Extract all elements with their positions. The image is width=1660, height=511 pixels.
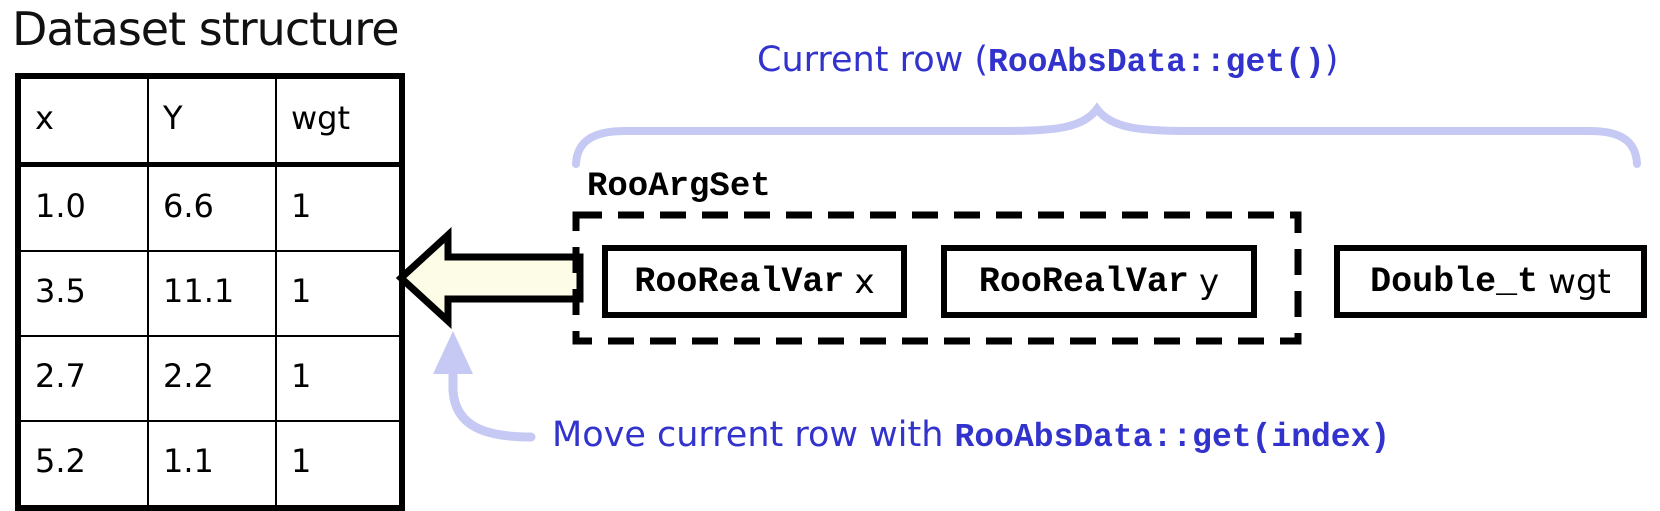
column-header-wgt: wgt [275, 75, 403, 167]
roorealvar-y-type: RooRealVar [978, 261, 1189, 302]
cell: 2.7 [17, 335, 149, 422]
table-header-row: x Y wgt [17, 75, 403, 167]
current-row-annotation-plain: Current row ( [757, 40, 989, 80]
cell: 1 [275, 163, 403, 252]
double-t-wgt-box: Double_t wgt [1334, 245, 1647, 318]
cell: 1 [275, 420, 403, 509]
current-row-arrow [395, 227, 584, 329]
column-header-x: x [17, 75, 149, 167]
roorealvar-x-name: x [854, 261, 875, 302]
roorealvar-y-box: RooRealVar y [941, 245, 1257, 318]
move-row-arrowhead [433, 331, 473, 374]
current-row-annotation: Current row (RooAbsData::get()) [757, 40, 1338, 81]
brace-current-row [572, 102, 1641, 168]
argset-label: RooArgSet [587, 168, 771, 206]
table-row: 2.7 2.2 1 [17, 335, 403, 422]
column-header-y: Y [147, 75, 277, 167]
current-row-annotation-close: ) [1324, 40, 1339, 80]
double-t-wgt-type: Double_t [1370, 261, 1539, 302]
move-row-annotation: Move current row with RooAbsData::get(in… [552, 415, 1390, 456]
double-t-wgt-name: wgt [1548, 261, 1611, 302]
cell: 1.0 [17, 163, 149, 252]
move-row-annotation-code: RooAbsData::get(index) [954, 419, 1391, 456]
dataset-table-grid: x Y wgt 1.0 6.6 1 3.5 11.1 1 2.7 2.2 1 [15, 73, 405, 511]
cell: 11.1 [147, 250, 277, 337]
cell: 6.6 [147, 163, 277, 252]
dataset-table: x Y wgt 1.0 6.6 1 3.5 11.1 1 2.7 2.2 1 [15, 73, 405, 511]
table-row-current: 3.5 11.1 1 [17, 250, 403, 337]
cell: 1 [275, 335, 403, 422]
current-row-annotation-code: RooAbsData::get() [988, 44, 1325, 81]
roorealvar-x-box: RooRealVar x [602, 245, 907, 318]
move-row-arrow-curve [448, 368, 536, 442]
table-row: 5.2 1.1 1 [17, 420, 403, 509]
cell: 5.2 [17, 420, 149, 509]
cell: 2.2 [147, 335, 277, 422]
move-row-annotation-plain: Move current row with [552, 415, 955, 455]
table-row: 1.0 6.6 1 [17, 163, 403, 252]
page-title: Dataset structure [12, 2, 400, 56]
cell: 1.1 [147, 420, 277, 509]
cell: 1 [275, 250, 403, 337]
roorealvar-y-name: y [1198, 261, 1220, 302]
roorealvar-x-type: RooRealVar [634, 261, 845, 302]
cell: 3.5 [17, 250, 149, 337]
